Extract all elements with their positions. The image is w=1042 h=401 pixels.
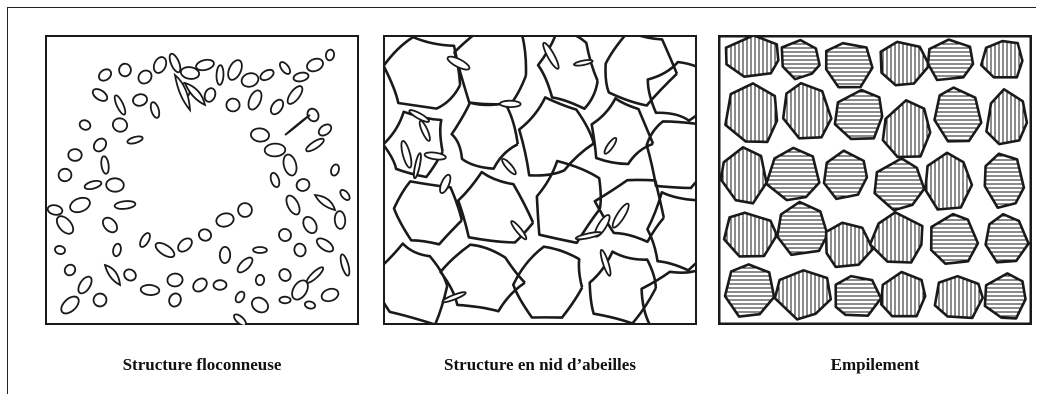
flocculated-drawing bbox=[45, 35, 359, 325]
clay-flake bbox=[216, 65, 224, 85]
sand-grain bbox=[981, 41, 1022, 77]
clay-flake bbox=[279, 297, 290, 304]
clay-flake bbox=[238, 203, 252, 217]
panel-honeycomb-structure bbox=[383, 35, 697, 325]
clay-flake bbox=[119, 63, 132, 77]
panel-flocculated-structure bbox=[45, 35, 359, 325]
sand-grain bbox=[724, 213, 777, 257]
clay-flake bbox=[253, 247, 267, 253]
honeycomb-drawing bbox=[383, 35, 697, 325]
sand-grain bbox=[935, 276, 983, 318]
clay-flake bbox=[226, 98, 241, 113]
clay-flake bbox=[58, 168, 72, 181]
clay-flake bbox=[220, 247, 231, 263]
sand-grain bbox=[928, 40, 973, 80]
clay-flake bbox=[213, 280, 226, 290]
clay-flake bbox=[500, 101, 521, 108]
caption-stacked: Empilement bbox=[718, 355, 1032, 375]
clay-flake bbox=[167, 273, 184, 288]
clay-flake bbox=[106, 178, 124, 192]
sand-grain bbox=[826, 43, 872, 87]
clay-flake bbox=[255, 274, 265, 285]
caption-flocculated: Structure floconneuse bbox=[45, 355, 359, 375]
caption-honeycomb: Structure en nid d’abeilles bbox=[383, 355, 697, 375]
clay-flake bbox=[68, 149, 82, 161]
clay-flake bbox=[334, 211, 346, 229]
stacked-drawing bbox=[718, 35, 1032, 325]
panel-stacked-structure bbox=[718, 35, 1032, 325]
clay-flake bbox=[264, 143, 285, 157]
